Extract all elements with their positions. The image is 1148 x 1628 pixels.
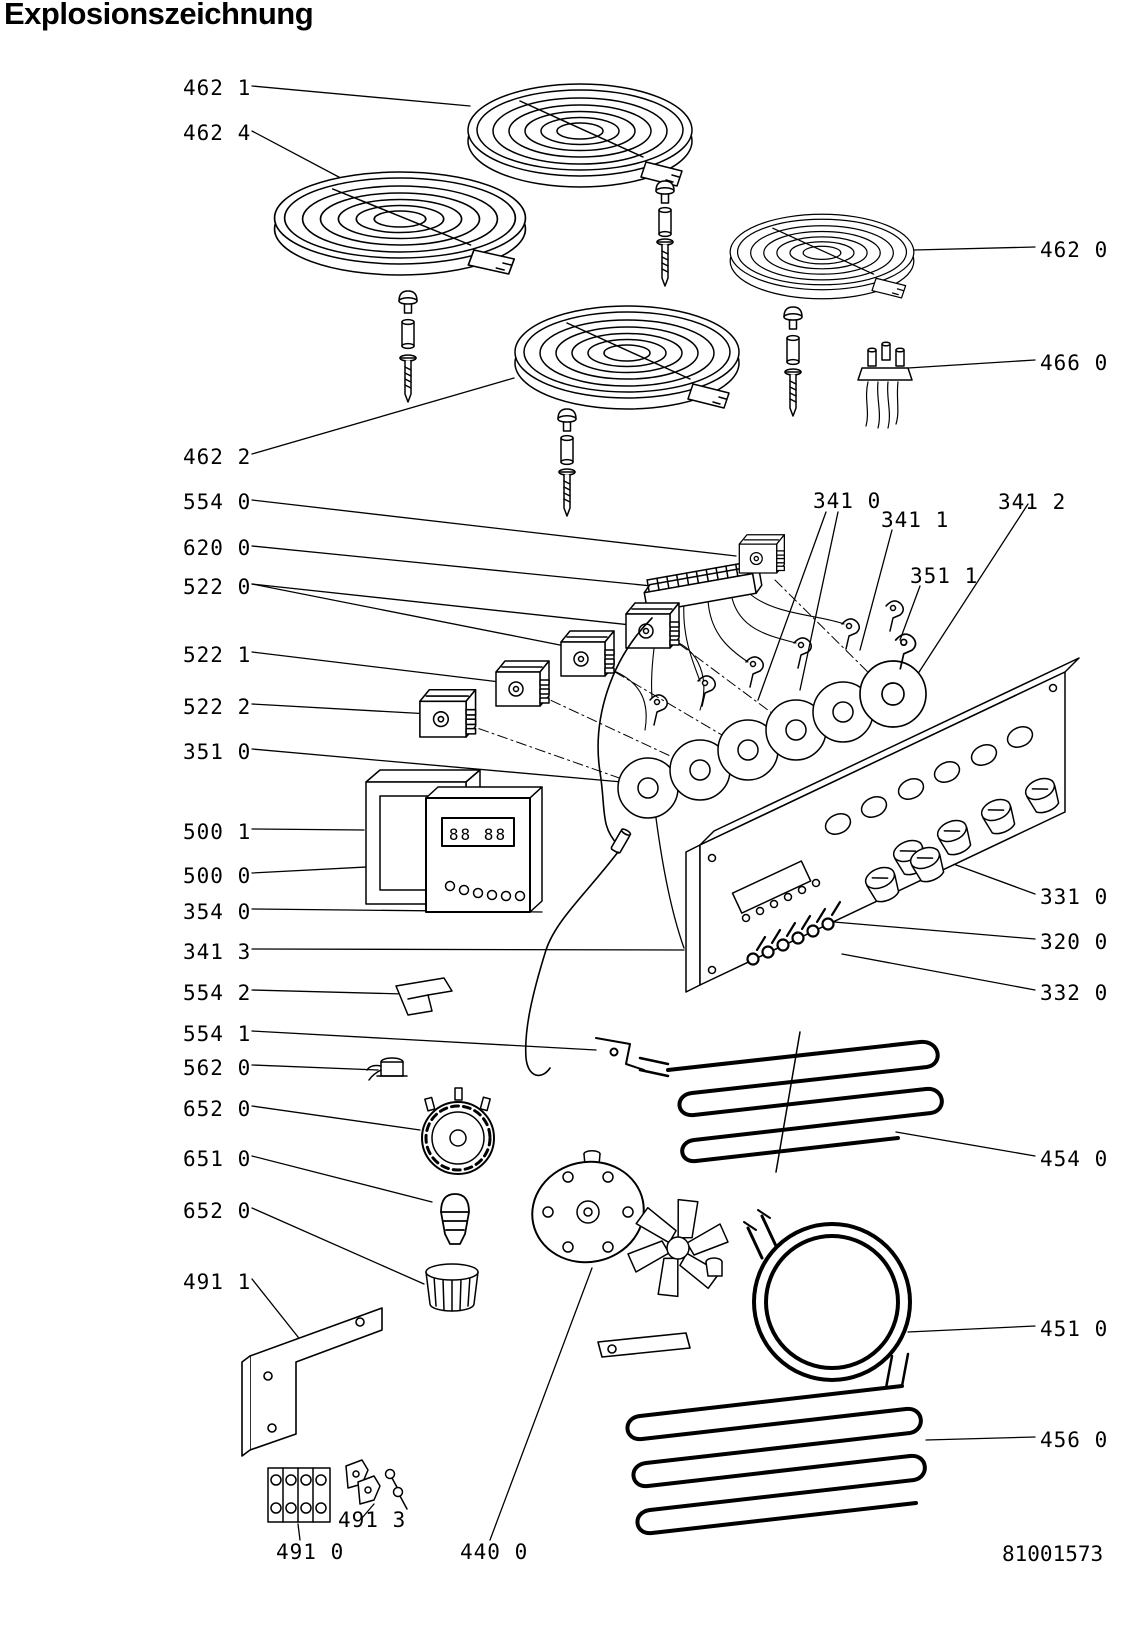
document-number: 81001573 [1002,1542,1104,1566]
part-label-500-1: 500 1 [183,820,252,844]
terminal-pins-466-0 [857,341,913,429]
hotplate-462-4 [273,171,527,276]
clip-554-1 [595,1037,645,1071]
switch-522-1 [495,660,550,707]
terminal-block-491-0 [267,1467,331,1523]
selector-switch-554-0 [738,534,785,574]
fan-motor-440-0 [531,1150,645,1264]
assembly-axes [459,579,887,787]
part-label-351-1: 351 1 [910,564,979,588]
part-label-456-0: 456 0 [1040,1428,1109,1452]
bottom-element-456-0 [625,1352,927,1536]
bracket-491-1 [241,1307,383,1457]
screw-set-center [557,408,577,517]
part-label-522-0: 522 0 [183,575,252,599]
leader-lines [251,85,1036,1541]
part-label-620-0: 620 0 [183,536,252,560]
part-label-491-1: 491 1 [183,1270,252,1294]
part-label-522-2: 522 2 [183,695,252,719]
switch-522-0b [560,630,615,677]
clock-window [731,860,812,914]
clips-491-3 [345,1459,408,1510]
clock-display: 88 88 [449,825,507,844]
part-label-341-0: 341 0 [813,489,882,513]
part-label-554-2: 554 2 [183,981,252,1005]
clock-unit-500-0: 88 88 [425,786,543,913]
ring-element-451-0 [597,1209,912,1382]
capillary-sensor-354-0 [524,617,653,1077]
page-title: Explosionszeichnung [4,0,314,31]
part-label-320-0: 320 0 [1040,930,1109,954]
part-label-451-0: 451 0 [1040,1317,1109,1341]
screw-set-left [398,290,418,403]
hotplate-462-0 [729,213,915,300]
part-label-466-0: 466 0 [1040,351,1109,375]
grill-element-454-0 [638,1031,944,1173]
lamp-ring-652-0 [421,1087,495,1175]
part-label-462-2: 462 2 [183,445,252,469]
lamp-socket-562-0 [366,1057,408,1081]
part-label-652-0-b: 652 0 [183,1199,252,1223]
part-label-651-0: 651 0 [183,1147,252,1171]
part-label-454-0: 454 0 [1040,1147,1109,1171]
part-label-341-3: 341 3 [183,940,252,964]
hotplate-462-1 [467,83,693,188]
part-label-332-0: 332 0 [1040,981,1109,1005]
part-label-462-4: 462 4 [183,121,252,145]
part-label-462-0: 462 0 [1040,238,1109,262]
fan-wheel-440-0 [627,1198,729,1298]
part-label-500-0: 500 0 [183,864,252,888]
part-label-341-1: 341 1 [881,508,950,532]
part-label-652-0-a: 652 0 [183,1097,252,1121]
wiring [606,593,845,949]
switch-522-2 [419,688,477,738]
lamp-lens-652-0 [425,1263,479,1312]
part-label-331-0: 331 0 [1040,885,1109,909]
switch-522-0a [625,602,680,649]
screw-set-right [783,306,803,417]
part-label-491-3: 491 3 [338,1508,407,1532]
lamp-bulb-651-0 [440,1193,470,1245]
part-label-354-0: 354 0 [183,900,252,924]
part-label-341-2: 341 2 [998,490,1067,514]
hotplate-462-2 [514,305,740,410]
part-label-351-0: 351 0 [183,740,252,764]
part-label-554-1: 554 1 [183,1022,252,1046]
part-label-554-0: 554 0 [183,490,252,514]
part-label-562-0: 562 0 [183,1056,252,1080]
bracket-554-2 [395,977,453,1016]
control-panel [685,657,1080,993]
screw-set-top [655,180,675,287]
part-label-440-0: 440 0 [460,1540,529,1564]
part-label-462-1: 462 1 [183,76,252,100]
push-shafts-332-0 [746,900,842,966]
part-label-491-0: 491 0 [276,1540,345,1564]
part-label-522-1: 522 1 [183,643,252,667]
